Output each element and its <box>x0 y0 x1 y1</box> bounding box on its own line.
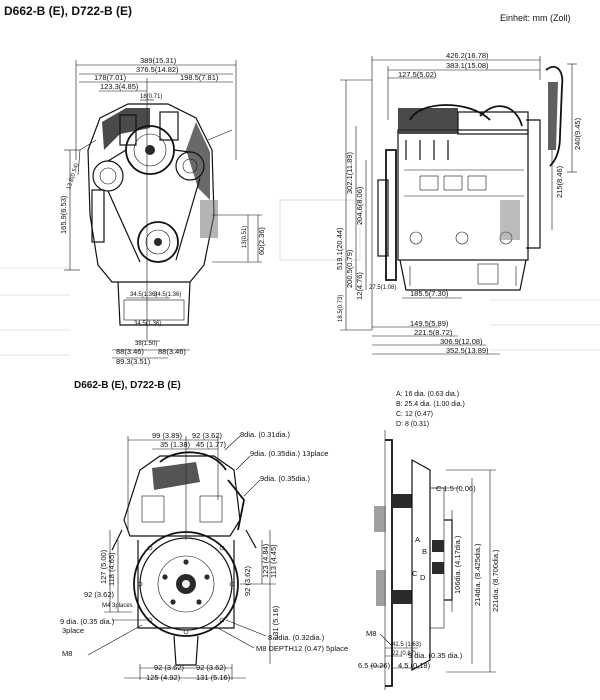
dim-section-small-b: 22 (0.87) <box>392 651 416 657</box>
dim-fly-top-d: 45 (1.77) <box>196 440 227 449</box>
section-letter-c: C <box>412 569 418 578</box>
dim-side-h-a: 185.5(7.30) <box>410 289 449 298</box>
label-fly-m8-left: M8 <box>62 649 72 658</box>
section-legend-item-3: D: 8 (0.31) <box>396 421 429 428</box>
section-view: A: 16 dia. (0.63 dia.) B: 25.4 dia. (1.0… <box>358 391 500 690</box>
dim-side-v-right: 215(8.46) <box>555 165 564 198</box>
dim-fly-left-b: 118 (4.65) <box>107 552 116 586</box>
section-letter-b: B <box>422 547 427 556</box>
dim-front-width-total: 389(15.31) <box>140 56 177 65</box>
label-fly-hole-9-13: 9dia. (0.35dia.) 13place <box>250 449 328 458</box>
dim-front-side-small: 13.8(0.54) <box>66 163 80 191</box>
dim-fly-bot-b: 92 (3.62) <box>196 663 227 672</box>
dim-section-dia-221: 221dia. (8.700dia.) <box>491 549 500 612</box>
dim-fly-right-b: 113 (4.45) <box>269 544 278 578</box>
dim-fly-mid-right: 92 (3.62) <box>243 565 252 596</box>
section-legend-item-2: C: 12 (0.47) <box>396 411 433 418</box>
label-fly-m8-depth: M8 DEPTH12 (0.47) 5place <box>256 644 348 653</box>
dim-section-dia-106: 106dia. (4.17dia.) <box>453 535 462 594</box>
dim-side-v-small: 18.5(0.73) <box>338 295 344 322</box>
dim-fly-top-a: 99 (3.89) <box>152 431 183 440</box>
dim-fly-top-c: 35 (1.38) <box>160 440 191 449</box>
dim-side-top-b: 383.1(15.08) <box>446 61 489 70</box>
label-fly-small: M4 3places <box>102 603 133 609</box>
dim-side-h-b: 149.5(5.89) <box>410 319 449 328</box>
section-letter-a: A <box>415 535 420 544</box>
label-fly-hole-3-place: 3place <box>62 626 84 635</box>
dim-front-foot-b: 34.5(1.36) <box>134 321 161 327</box>
dim-front-lower-right: 60(2.36) <box>257 227 266 255</box>
dim-side-v-a: 302.1(11.89) <box>345 152 354 194</box>
dim-front-inner-offset: 123.3(4.85) <box>100 82 139 91</box>
dim-side-top-total: 426.2(16.78) <box>446 51 489 60</box>
dim-front-left-offset: 178(7.01) <box>94 73 127 82</box>
unit-label: Einheit: mm (Zoll) <box>500 13 571 23</box>
title-top: D662-B (E), D722-B (E) <box>4 4 133 18</box>
dim-side-v-total: 519.1(20.44) <box>335 227 344 270</box>
dim-section-dia-214: 214dia. (8.425dia.) <box>473 543 482 606</box>
label-section-m8: M8 <box>366 629 376 638</box>
dim-fly-bot-a: 92 (3.62) <box>154 663 185 672</box>
dim-front-width-a: 376.5(14.82) <box>136 65 179 74</box>
dim-section-c-gap: C 1.5 (0.06) <box>436 484 476 493</box>
dim-side-h-total: 352.5(13.89) <box>446 346 489 355</box>
dim-fly-right-a: 123 (4.84) <box>261 543 270 578</box>
dim-side-v-d: 12(4.76) <box>355 272 364 300</box>
flywheel-bolt-circle <box>137 545 235 635</box>
side-view: 426.2(16.78) 383.1(15.08) 127.5(5.02) 24… <box>335 51 582 355</box>
dim-front-base-total: 89.3(3.51) <box>116 357 151 366</box>
front-view: 389(15.31) 376.5(14.82) 178(7.01) 198.5(… <box>59 56 266 366</box>
dim-section-bot-a: 6.5 (0.26) <box>358 661 391 670</box>
section-legend-item-0: A: 16 dia. (0.63 dia.) <box>396 391 459 398</box>
dim-side-top-left: 127.5(5.02) <box>398 70 437 79</box>
dim-side-v-fan: 240(9.45) <box>573 117 582 150</box>
dim-front-small-right: 13(0.51) <box>242 226 248 248</box>
dim-front-small-top: 18(0.71) <box>140 94 162 100</box>
title-bottom: D662-B (E), D722-B (E) <box>74 380 181 391</box>
label-fly-hole-8: 8dia. (0.31dia.) <box>240 430 291 439</box>
dim-front-base-right: 88(3.46) <box>158 347 186 356</box>
dim-section-small-a: 41.5 (1.63) <box>392 642 421 648</box>
dim-side-h-c: 221.5(8.72) <box>414 328 453 337</box>
dim-side-h-d: 306.9(12.08) <box>440 337 483 346</box>
section-legend: A: 16 dia. (0.63 dia.) B: 25.4 dia. (1.0… <box>396 391 465 428</box>
dim-front-base-small: 38(1.50) <box>135 341 157 347</box>
dim-front-base-left: 88(3.46) <box>116 347 144 356</box>
dim-fly-left-a: 127 (5.00) <box>99 549 108 584</box>
label-section-hole-9: 9 dia. (0.35 dia.) <box>408 651 463 660</box>
dim-front-foot-a-left: 34.5(1.36) <box>130 292 157 298</box>
dim-front-height-left: 165.9(6.53) <box>59 195 68 234</box>
dim-front-foot-a-right: 34.5(1.36) <box>154 292 181 298</box>
dim-fly-top-b: 92 (3.62) <box>192 431 223 440</box>
dim-front-right-offset: 198.5(7.81) <box>180 73 219 82</box>
dim-side-v-b: 204.6(8.06) <box>355 186 364 225</box>
dim-side-h-inner: 27.5(1.08) <box>369 285 396 291</box>
flywheel-view: 99 (3.89) 92 (3.62) 35 (1.38) 45 (1.77) … <box>60 430 348 682</box>
label-fly-hole-3: 9 dia. (0.35 dia.) <box>60 617 115 626</box>
dim-section-bot-b: 4.5 (0.18) <box>398 661 431 670</box>
background-texture <box>0 199 600 356</box>
dim-fly-mid-left: 92 (3.62) <box>84 590 115 599</box>
dim-side-v-c: 200.5(0.79) <box>345 249 354 288</box>
dim-fly-low-right: 131 (5.16) <box>271 605 280 640</box>
label-fly-hole-9: 9dia. (0.35dia.) <box>260 474 311 483</box>
section-legend-item-1: B: 25.4 dia. (1.00 dia.) <box>396 401 465 408</box>
dim-fly-bot-d: 131 (5.16) <box>196 673 231 682</box>
section-letter-d: D <box>420 573 426 582</box>
dim-fly-bot-c: 125 (4.92) <box>146 673 181 682</box>
label-fly-dia-82: 8.2dia. (0.32dia.) <box>268 633 325 642</box>
